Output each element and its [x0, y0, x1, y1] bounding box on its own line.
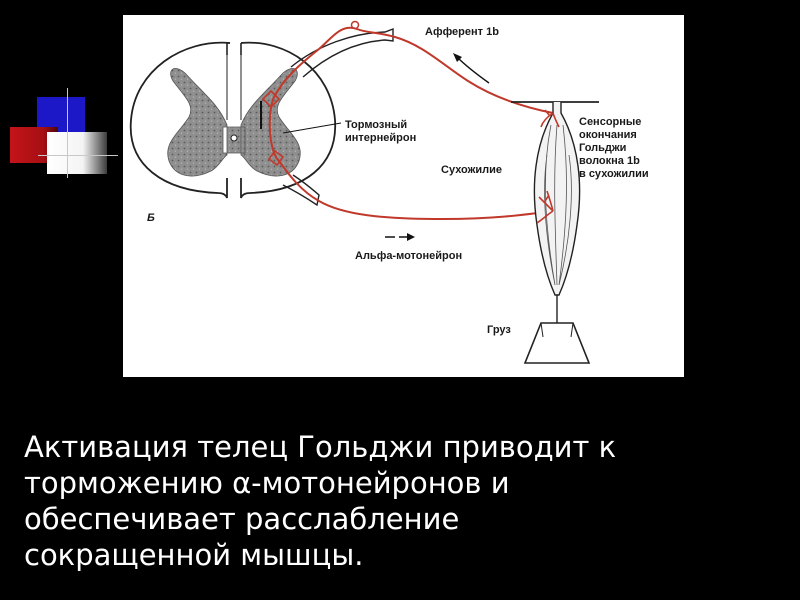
label-sensory-3: Гольджи [579, 142, 626, 154]
weight [523, 322, 591, 364]
afferent-fiber [272, 26, 554, 114]
decor-vertical-line [67, 88, 68, 178]
central-canal [230, 134, 238, 142]
label-weight: Груз [487, 324, 511, 336]
label-alpha-motoneuron: Альфа-мотонейрон [355, 250, 462, 262]
dorsal-root-ganglion [350, 20, 360, 30]
decor-horizontal-line [38, 155, 118, 156]
caption-line-3: обеспечивает расслабление [24, 502, 460, 536]
slide-caption: Активация телец Гольджи приводит к тормо… [24, 429, 784, 573]
golgi-reflex-diagram: Б [129, 20, 649, 364]
decor-white-square [47, 132, 107, 174]
panel-label: Б [147, 212, 155, 224]
label-interneuron-1: Тормозный [345, 119, 407, 131]
motor-endplates [536, 190, 554, 224]
afferent-arrow [456, 56, 490, 84]
diagram-panel: Б [123, 15, 684, 377]
caption-line-1: Активация телец Гольджи приводит к [24, 430, 617, 464]
interneuron-path [268, 98, 280, 162]
spinal-cord-outline [129, 41, 336, 199]
alpha-motoneuron-fiber [278, 160, 554, 221]
label-sensory-2: окончания [579, 129, 637, 141]
golgi-endings [540, 109, 560, 128]
label-interneuron-2: интернейрон [345, 132, 416, 144]
label-sensory-5: в сухожилии [579, 168, 649, 180]
muscle [511, 101, 599, 323]
label-tendon: Сухожилие [441, 164, 502, 176]
label-sensory-4: волокна 1b [579, 155, 640, 167]
caption-line-4: сокращенной мышцы. [24, 538, 364, 572]
label-afferent: Афферент 1b [425, 26, 499, 38]
label-sensory-1: Сенсорные [579, 116, 641, 128]
caption-line-2: торможению α-мотонейронов и [24, 466, 510, 500]
